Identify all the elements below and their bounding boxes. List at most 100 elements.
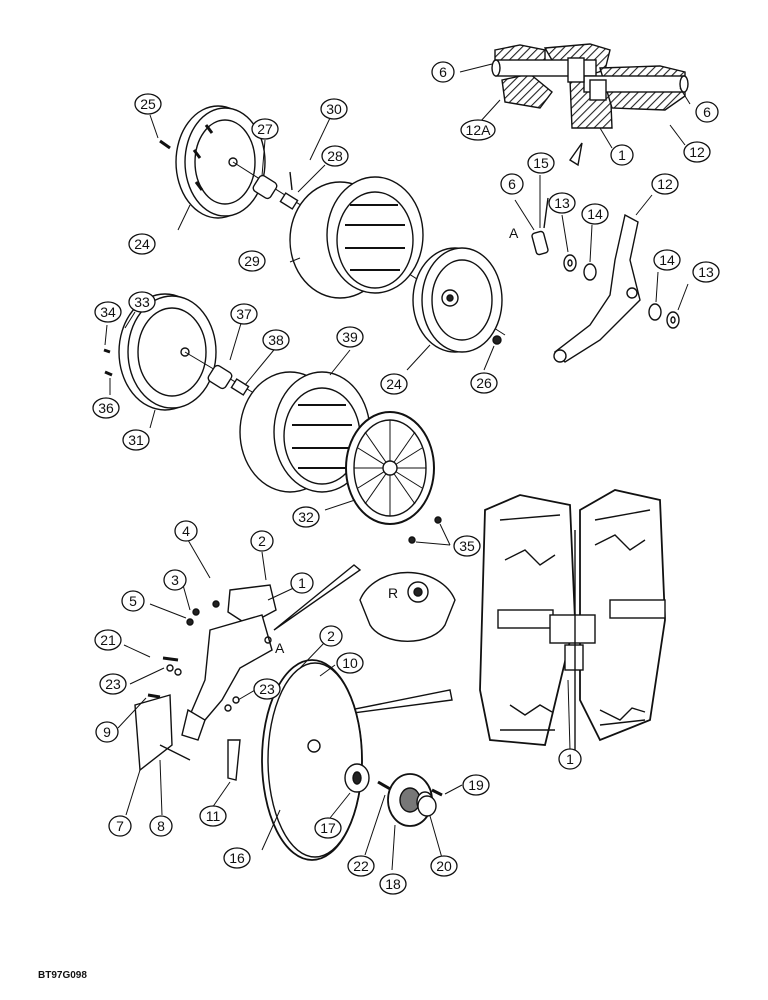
leader-lines	[104, 63, 691, 871]
callout-2a: 2	[250, 530, 274, 552]
label-a-upper: A	[509, 225, 519, 241]
callout-32: 32	[292, 506, 320, 528]
callout-number: 34	[100, 304, 116, 320]
callout-bubble	[199, 805, 227, 827]
callout-30: 30	[320, 98, 348, 120]
callout-number: 12	[689, 144, 705, 160]
callout-18: 18	[379, 873, 407, 895]
callout-number: 4	[182, 523, 190, 539]
callout-12c: 12	[651, 173, 679, 195]
callout-number: 31	[128, 432, 144, 448]
callout-2b: 2	[319, 625, 343, 647]
callout-number: 25	[140, 96, 156, 112]
callout-bubble	[149, 815, 173, 837]
callout-17: 17	[314, 817, 342, 839]
callout-bubble	[251, 118, 279, 140]
arm-assembly	[531, 142, 680, 363]
closing-wheel-assembly	[479, 489, 666, 760]
callout-bubble	[653, 249, 681, 271]
callout-bubble	[134, 93, 162, 115]
callout-bubble	[92, 397, 120, 419]
callout-number: 16	[229, 850, 245, 866]
callout-23a: 23	[99, 673, 127, 695]
callout-bubble	[238, 250, 266, 272]
callout-bubble	[336, 326, 364, 348]
callout-number: 6	[703, 104, 711, 120]
callout-number: 9	[103, 724, 111, 740]
callout-number: 19	[468, 777, 484, 793]
callout-bubble	[683, 141, 711, 163]
callout-bubble	[319, 625, 343, 647]
callout-24a: 24	[128, 233, 156, 255]
callout-19: 19	[462, 774, 490, 796]
callout-7: 7	[108, 815, 132, 837]
disc-assembly	[261, 659, 443, 861]
callout-bubble	[128, 291, 156, 313]
callout-number: 21	[100, 632, 116, 648]
callout-number: 23	[259, 681, 275, 697]
callout-bubble	[380, 373, 408, 395]
callout-25: 25	[134, 93, 162, 115]
callout-27: 27	[251, 118, 279, 140]
callout-number: 13	[698, 264, 714, 280]
callout-22: 22	[347, 855, 375, 877]
callout-bubble	[460, 119, 496, 141]
callout-14a: 14	[581, 203, 609, 225]
callout-number: 30	[326, 101, 342, 117]
callout-number: 33	[134, 294, 150, 310]
callout-number: 6	[508, 176, 516, 192]
callout-1b: 1	[290, 572, 314, 594]
callout-number: 15	[533, 155, 549, 171]
callout-6c: 6	[500, 173, 524, 195]
callout-number: 18	[385, 876, 401, 892]
callout-number: 24	[386, 376, 402, 392]
callout-bubble	[230, 303, 258, 325]
callout-bubble	[223, 847, 251, 869]
callout-number: 37	[236, 306, 252, 322]
callout-23b: 23	[253, 678, 281, 700]
callout-5: 5	[121, 590, 145, 612]
lower-wheel-assembly	[103, 293, 442, 544]
callout-35: 35	[453, 535, 481, 557]
callout-33: 33	[128, 291, 156, 313]
callout-1a: 1	[610, 144, 634, 166]
callout-bubble	[163, 569, 187, 591]
callout-bubble	[453, 535, 481, 557]
callout-bubble	[122, 429, 150, 451]
callout-16: 16	[223, 847, 251, 869]
callout-4: 4	[174, 520, 198, 542]
callout-12b: 12	[683, 141, 711, 163]
callout-34: 34	[94, 301, 122, 323]
callout-29: 29	[238, 250, 266, 272]
callout-number: 26	[476, 375, 492, 391]
callout-number: 22	[353, 858, 369, 874]
callout-number: 5	[129, 593, 137, 609]
callout-13a: 13	[548, 192, 576, 214]
callout-28: 28	[321, 145, 349, 167]
callout-number: 28	[327, 148, 343, 164]
callout-bubble	[108, 815, 132, 837]
callout-number: 14	[587, 206, 603, 222]
callout-bubble	[320, 98, 348, 120]
callout-number: 6	[439, 64, 447, 80]
callout-26: 26	[470, 372, 498, 394]
callout-bubble	[379, 873, 407, 895]
callout-number: 32	[298, 509, 314, 525]
callout-bubble	[548, 192, 576, 214]
label-a-lower: A	[275, 640, 285, 656]
callout-number: 8	[157, 818, 165, 834]
callout-bubble	[610, 144, 634, 166]
callout-bubble	[321, 145, 349, 167]
callout-number: 2	[258, 533, 266, 549]
callout-15: 15	[527, 152, 555, 174]
callout-bubble	[470, 372, 498, 394]
callout-number: 20	[436, 858, 452, 874]
callout-bubble	[500, 173, 524, 195]
callout-number: 36	[98, 400, 114, 416]
callout-number: 1	[298, 575, 306, 591]
callout-21: 21	[94, 629, 122, 651]
callout-number: 12	[657, 176, 673, 192]
